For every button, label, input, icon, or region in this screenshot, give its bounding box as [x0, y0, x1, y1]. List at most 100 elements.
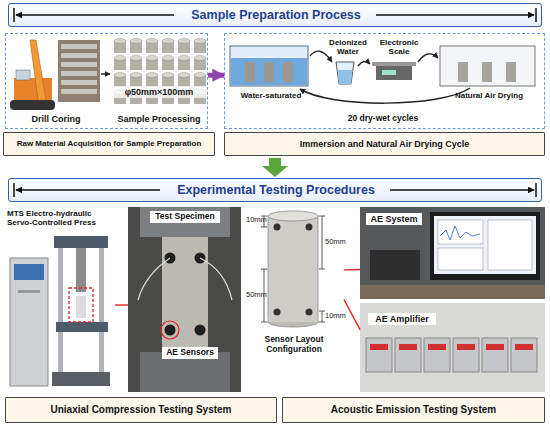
amplifier-unit	[424, 338, 450, 372]
panel-box: Drill Coringφ50mm×100mmSample Processing	[5, 33, 208, 129]
rock-core	[61, 71, 97, 76]
drill-track	[10, 100, 55, 110]
panel-box-text: Water-saturated	[227, 91, 315, 100]
amplifier-tag	[399, 344, 417, 350]
rock-sample	[283, 62, 293, 82]
dimension-line	[319, 216, 325, 269]
photo-panel: AE Amplifier	[360, 303, 545, 392]
amplifier-tag	[457, 344, 475, 350]
banner-arrow	[376, 14, 534, 15]
amplifier-photo	[360, 303, 545, 392]
photo-panel: AE System	[360, 207, 545, 299]
press-specimen	[76, 296, 86, 318]
dimension-label: 50mm	[325, 238, 346, 246]
cabinet-slot	[18, 290, 40, 293]
sensor-point	[274, 224, 281, 231]
press-actuator	[76, 248, 86, 292]
connector-line	[208, 73, 224, 78]
caption-box: Uniaxial Compression Testing System	[5, 397, 277, 423]
connector-line	[344, 300, 360, 330]
banner-bar	[14, 8, 536, 22]
amplifier-tag	[370, 344, 388, 350]
panel-box-text: 20 dry-wet cycles	[321, 114, 445, 124]
screen-window	[438, 248, 483, 270]
rock-sample	[506, 62, 516, 82]
scale-plate	[372, 62, 416, 66]
scale-display	[382, 70, 396, 75]
banner-arrow	[16, 14, 174, 15]
press-column	[58, 240, 63, 372]
drying-tray	[440, 46, 535, 86]
amplifier-unit	[395, 338, 421, 372]
banner-arrow	[16, 189, 160, 190]
layout-cylinder	[268, 216, 318, 322]
sensor-highlight	[161, 321, 179, 339]
layout-shape	[115, 75, 360, 329]
water	[231, 58, 307, 85]
sample-cylinders	[112, 37, 208, 105]
water-tank	[230, 46, 308, 86]
ae-sensor	[165, 325, 176, 336]
amplifier-unit	[482, 338, 508, 372]
caption-box: Raw Material Acquisition for Sample Prep…	[3, 132, 215, 156]
photo-panel-text: Sensor Layout Configuration	[252, 335, 336, 355]
press-crosshead	[54, 236, 108, 248]
amplifier-unit	[453, 338, 479, 372]
sensor-cable	[200, 258, 232, 300]
flow-arrow	[262, 158, 288, 177]
caption-box-text: Immersion and Natural Air Drying Cycle	[225, 139, 544, 149]
screen-window	[488, 220, 532, 270]
desk	[360, 285, 545, 299]
cycle-arrow	[300, 88, 470, 103]
drill-cab	[16, 70, 30, 80]
deionized-water	[338, 70, 353, 84]
amplifier-unit	[366, 338, 392, 372]
rock-sample	[264, 62, 274, 82]
panel-box-text: Drill Coring	[10, 114, 102, 124]
caption-box-text: Raw Material Acquisition for Sample Prep…	[4, 139, 214, 148]
panel-box-text: Electronic Scale	[371, 38, 427, 56]
caption-box-text: Uniaxial Compression Testing System	[6, 404, 276, 416]
dimension-line	[319, 311, 325, 322]
press-base	[52, 372, 110, 386]
ae-sensor	[195, 325, 206, 336]
rock-core	[61, 44, 97, 49]
photo-panel: Test Specimen AE Sensors	[128, 207, 241, 392]
cylinder-bottom	[268, 317, 318, 327]
drill-body	[14, 78, 52, 100]
photo-panel: MTS Electro-hydraulic Servo-Controlled P…	[5, 207, 115, 392]
amplifier-tag	[486, 344, 504, 350]
sensor-point	[306, 309, 313, 316]
dimension-label: 10mm	[325, 312, 346, 320]
drill-mast	[30, 40, 46, 100]
section-banner: Sample Preparation Process	[8, 3, 542, 27]
photo-panel-text: AE Amplifier	[368, 313, 436, 325]
press-column	[99, 240, 104, 372]
monitor	[430, 212, 540, 280]
photo-panel-text: AE Sensors	[162, 347, 218, 359]
photo-panel-text: MTS Electro-hydraulic Servo-Controlled P…	[7, 209, 113, 227]
control-cabinet	[10, 258, 48, 386]
banner-bar	[14, 183, 536, 197]
section-banner-text: Sample Preparation Process	[9, 8, 543, 22]
beaker	[336, 62, 354, 84]
panel-box-text: Sample Processing	[109, 114, 209, 124]
cycle-arrow	[358, 61, 370, 66]
cylinder-shade	[269, 316, 318, 322]
connector-line	[115, 304, 128, 305]
core-box	[58, 40, 100, 102]
caption-box: Immersion and Natural Air Drying Cycle	[224, 132, 545, 156]
dimension-label: 10mm	[246, 216, 267, 224]
connector-line	[344, 269, 360, 271]
amplifier-tag	[428, 344, 446, 350]
specimen-photo	[128, 207, 241, 392]
process-arrow	[101, 73, 110, 75]
section-banner: Experimental Testing Procedures	[8, 178, 542, 202]
panel-box: Deionized WaterElectronic ScaleWater-sat…	[224, 33, 545, 129]
dimension-label: 50mm	[246, 291, 267, 299]
caption-box-text: Acoustic Emission Testing System	[283, 404, 544, 416]
rock-core	[61, 62, 97, 67]
caption-box: Acoustic Emission Testing System	[282, 397, 545, 423]
rock-sample	[458, 62, 468, 82]
photo-panel-text: Test Specimen	[150, 211, 220, 223]
